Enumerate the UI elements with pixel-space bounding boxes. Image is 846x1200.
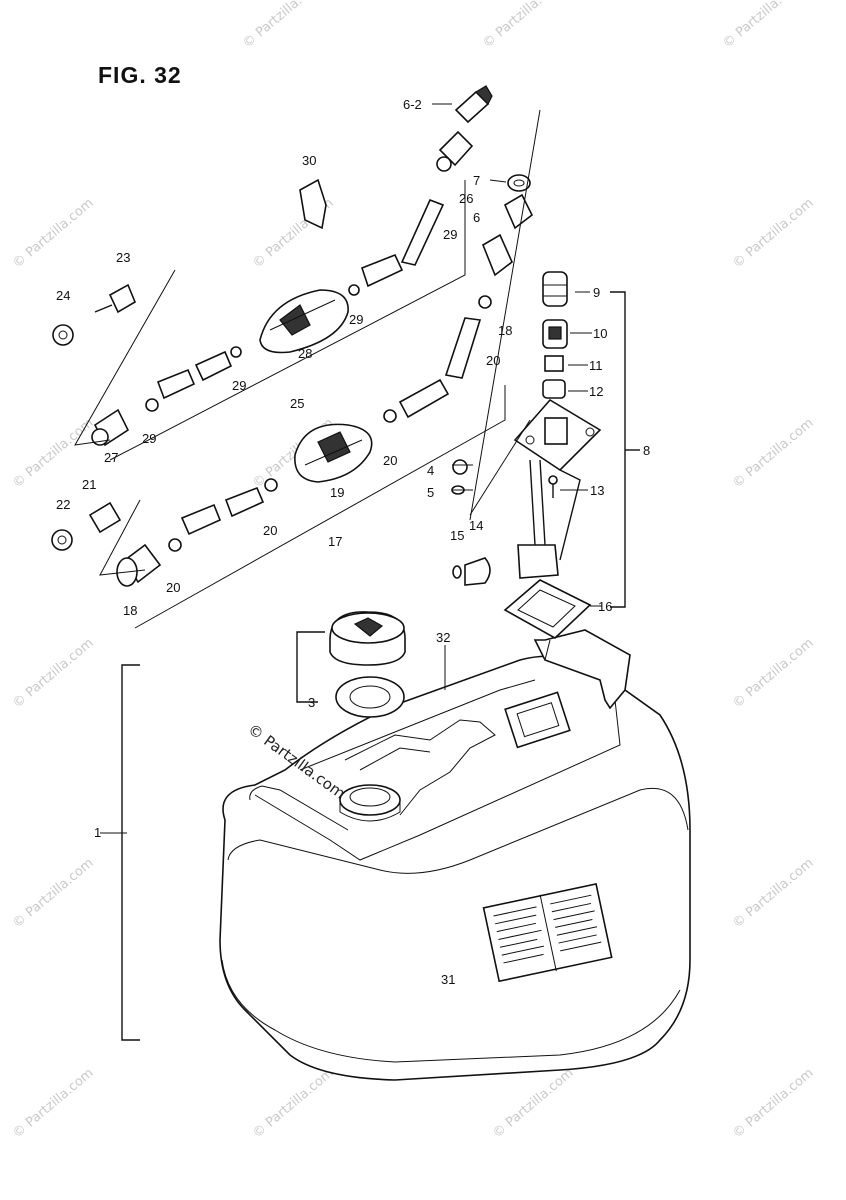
callout-10: 10 <box>593 326 607 341</box>
callout-6: 6 <box>473 210 480 225</box>
callout-20: 20 <box>383 453 397 468</box>
callout-29: 29 <box>232 378 246 393</box>
callout-25: 25 <box>290 396 304 411</box>
callout-29: 29 <box>443 227 457 242</box>
callout-23: 23 <box>116 250 130 265</box>
fuel-cap <box>329 611 406 718</box>
callout-30: 30 <box>302 153 316 168</box>
callout-20: 20 <box>263 523 277 538</box>
callout-17: 17 <box>328 534 342 549</box>
callout-20: 20 <box>166 580 180 595</box>
callout-12: 12 <box>589 384 603 399</box>
callout-15: 15 <box>450 528 464 543</box>
callout-20: 20 <box>486 353 500 368</box>
callout-32: 32 <box>436 630 450 645</box>
figure-title: FIG. 32 <box>98 62 182 88</box>
callout-18: 18 <box>123 603 137 618</box>
upper-hose-assembly <box>52 85 534 447</box>
lower-hose-assembly <box>51 233 513 587</box>
callout-16: 16 <box>598 599 612 614</box>
sender-unit <box>503 271 602 639</box>
callout-31: 31 <box>441 972 455 987</box>
plug <box>464 557 491 586</box>
callout-7: 7 <box>473 173 480 188</box>
callout-8: 8 <box>643 443 650 458</box>
callout-18: 18 <box>498 323 512 338</box>
callout-4: 4 <box>427 463 434 478</box>
callout-27: 27 <box>104 450 118 465</box>
callout-29: 29 <box>142 431 156 446</box>
callout-28: 28 <box>298 346 312 361</box>
callout-3: 3 <box>308 695 315 710</box>
callout-24: 24 <box>56 288 70 303</box>
callout-1: 1 <box>94 825 101 840</box>
callout-29: 29 <box>349 312 363 327</box>
callout-11: 11 <box>589 358 603 373</box>
callout-14: 14 <box>469 518 483 533</box>
callout-5: 5 <box>427 485 434 500</box>
callout-13: 13 <box>590 483 604 498</box>
callout-9: 9 <box>593 285 600 300</box>
screw <box>452 459 468 475</box>
callout-19: 19 <box>330 485 344 500</box>
fuel-tank <box>219 629 691 1081</box>
assembly-bracket <box>121 664 140 1041</box>
callout-26: 26 <box>459 191 473 206</box>
callout-22: 22 <box>56 497 70 512</box>
callout-6-2: 6-2 <box>403 97 422 112</box>
callout-21: 21 <box>82 477 96 492</box>
